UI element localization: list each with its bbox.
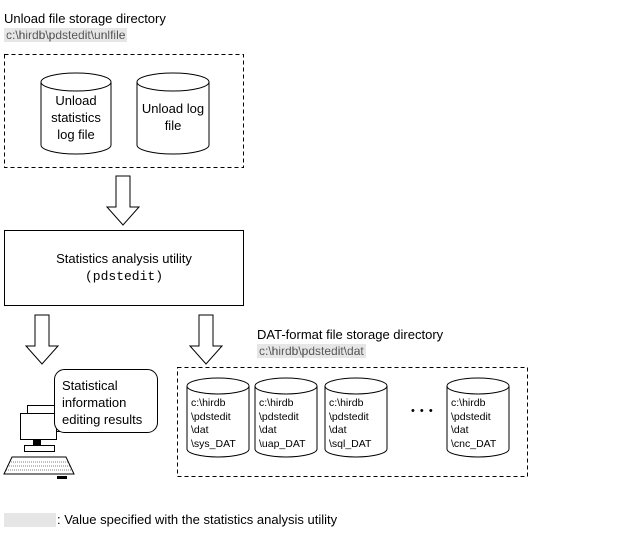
dat-directory-box (177, 367, 528, 477)
dat-sys-label: c:\hirdb \pdstedit \dat \sys_DAT (191, 397, 236, 450)
down-arrow-to-results (24, 314, 60, 365)
results-label: Statistical information editing results (62, 378, 143, 427)
results-box (54, 369, 158, 433)
dat-cnc-label: c:\hirdb \pdstedit \dat \cnc_DAT (451, 397, 497, 450)
computer-icon (3, 405, 75, 479)
dat-cylinder-uap (254, 377, 318, 458)
unload-log-label: Unload log file (141, 101, 205, 133)
down-arrow-to-dat (188, 314, 224, 365)
utility-box (4, 230, 244, 306)
dat-ellipsis: • • • (411, 405, 434, 417)
dat-cylinder-sys (186, 377, 250, 458)
dat-directory-title: DAT-format file storage directory (257, 327, 444, 342)
utility-title: Statistics analysis utility (56, 251, 192, 266)
unload-statistics-log-cylinder (40, 72, 112, 155)
unload-directory-title: Unload file storage directory (4, 11, 166, 26)
unload-directory-box (4, 54, 244, 168)
legend-swatch (4, 513, 56, 527)
unload-statistics-log-label: Unload statistics log file (51, 93, 101, 142)
dat-uap-label: c:\hirdb \pdstedit \dat \uap_DAT (259, 397, 306, 450)
legend-text: : Value specified with the statistics an… (57, 512, 338, 527)
dat-cylinder-sql (324, 377, 388, 458)
unload-log-cylinder (136, 72, 210, 155)
dat-cylinder-cnc (446, 377, 510, 458)
unload-directory-path: c:\hirdb\pdstedit\unlfile (4, 28, 128, 42)
utility-command: (pdstedit) (84, 269, 163, 284)
down-arrow-to-utility (105, 175, 141, 226)
dat-directory-path: c:\hirdb\pdstedit\dat (257, 344, 366, 358)
dat-sql-label: c:\hirdb \pdstedit \dat \sql_DAT (329, 397, 372, 450)
